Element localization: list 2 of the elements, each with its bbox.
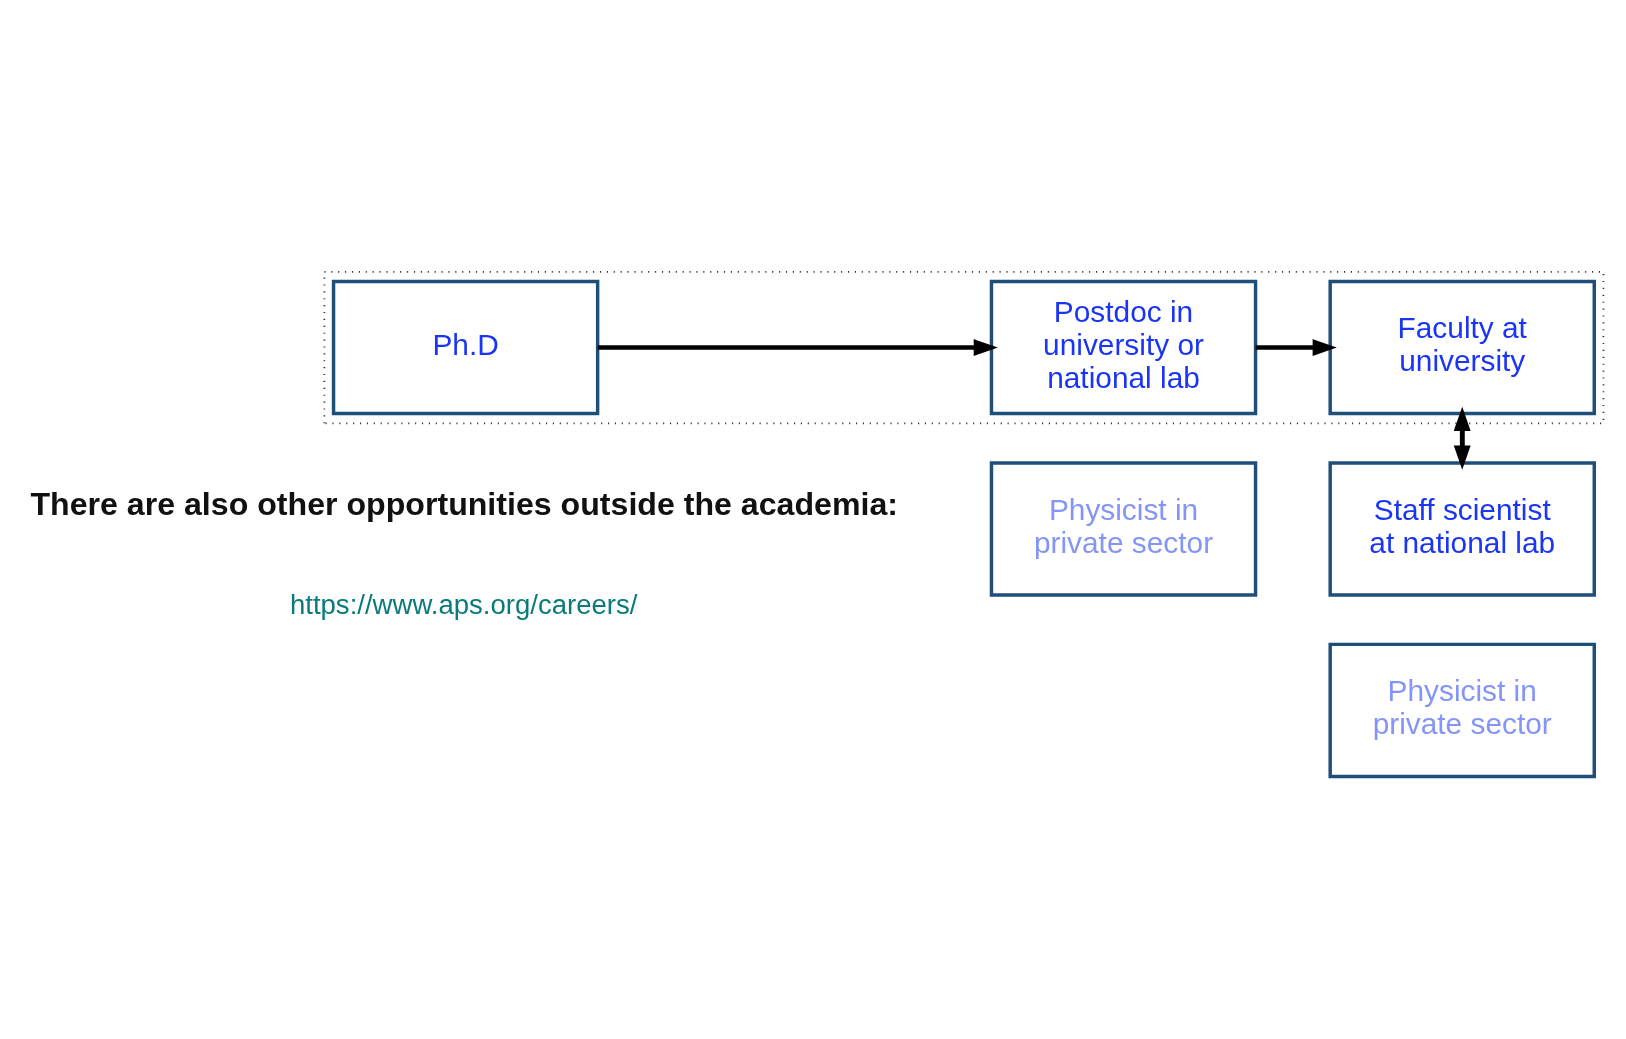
label: https://www.aps.org/careers/ — [289, 589, 637, 621]
label: There are also other opportunities outside the academia: — [29, 486, 898, 523]
